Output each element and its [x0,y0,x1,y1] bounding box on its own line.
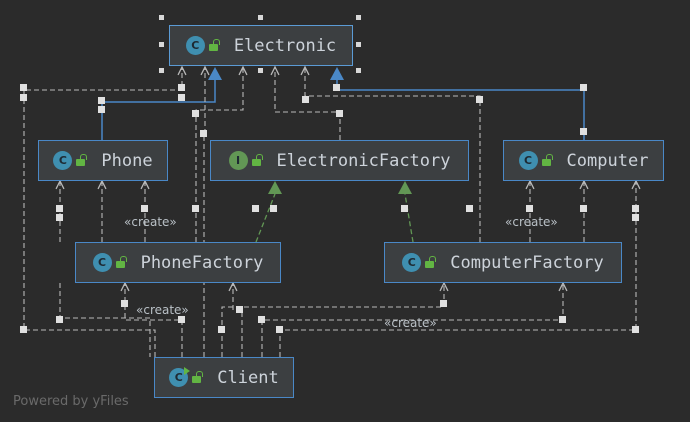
realization-arrowhead-right [398,181,412,194]
realization-arrowhead-left [268,181,282,194]
edge-client-uses-phonefactory [233,283,243,357]
node-computer[interactable]: C Computer [503,140,664,181]
dependency-edges [23,67,636,357]
node-phone-factory[interactable]: C PhoneFactory [75,242,281,283]
public-visibility-icon [76,154,88,166]
selection-handle[interactable] [356,15,361,20]
node-electronic-factory-name: ElectronicFactory [276,150,451,171]
edge-client-uses-electronicfactory [59,283,151,357]
selection-handle[interactable] [159,68,164,73]
class-icon: C [518,151,538,170]
class-icon: C [402,253,422,272]
selection-handle[interactable] [159,42,164,47]
node-client-name: Client [217,367,279,388]
yfiles-watermark: Powered by yFiles [13,394,129,409]
edge-phonefactory-uses-electronic [195,67,243,242]
selection-handle[interactable] [258,15,263,20]
edge-phonefactory-implements-electronicfactory [255,193,276,243]
class-icon: C [92,253,112,272]
node-electronic-factory[interactable]: I ElectronicFactory [210,140,469,181]
edge-electronicfactory-uses-electronic [275,67,341,140]
node-client[interactable]: C Client [154,357,294,398]
node-computer-name: Computer [566,150,649,171]
selection-handle[interactable] [258,68,263,73]
node-electronic[interactable]: C Electronic [169,25,353,66]
edge-client-creates-computerfactory [261,283,563,357]
public-visibility-icon [425,256,437,268]
edge-computerfactory-implements-electronicfactory [404,193,414,243]
selection-handle[interactable] [356,42,361,47]
node-phone-name: Phone [101,150,153,171]
inheritance-arrowhead-right [330,67,344,80]
edge-client-creates-phonefactory [125,283,183,357]
public-visibility-icon [192,371,204,383]
edge-computer-extends-electronic [336,80,585,140]
edge-client-uses-computer [279,181,636,357]
stereotype-client-computerfactory-create: «create» [384,316,437,330]
inheritance-arrowhead-left [208,67,222,80]
node-electronic-name: Electronic [233,35,337,56]
node-phone-factory-name: PhoneFactory [140,252,264,273]
interface-icon: I [228,151,248,170]
public-visibility-icon [208,39,220,51]
edge-phone-extends-electronic [101,80,216,140]
public-visibility-icon [541,154,553,166]
runnable-class-icon: C [169,367,191,387]
node-phone[interactable]: C Phone [38,140,168,181]
node-computer-factory-name: ComputerFactory [450,252,604,273]
public-visibility-icon [115,256,127,268]
stereotype-phone-create: «create» [124,215,177,229]
stereotype-client-phonefactory-create: «create» [136,303,189,317]
selection-handle[interactable] [159,15,164,20]
edge-computerfactory-uses-electronic [305,67,481,242]
selection-handle[interactable] [356,68,361,73]
node-computer-factory[interactable]: C ComputerFactory [384,242,622,283]
class-icon: C [185,36,205,55]
class-icon: C [53,151,73,170]
stereotype-computer-create: «create» [505,215,558,229]
bend-point-markers [20,84,639,333]
public-visibility-icon [251,154,263,166]
